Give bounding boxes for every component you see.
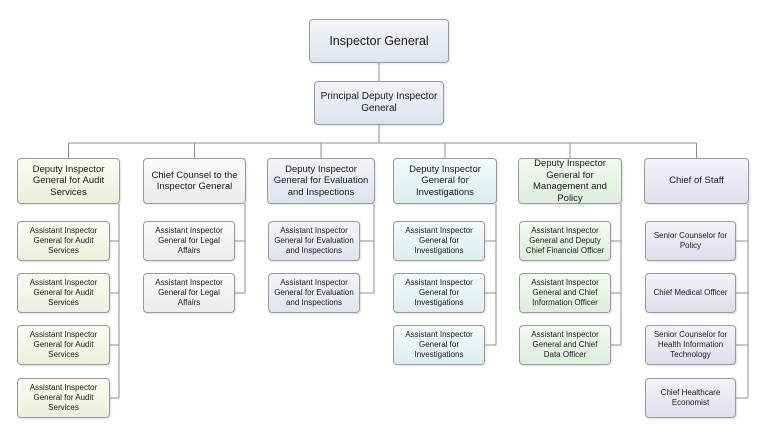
sub-box-label: Assistant Inspector General and Deputy C… bbox=[525, 226, 605, 255]
sub-box-label: Assistant Inspector General for Evaluati… bbox=[274, 278, 354, 307]
principal-deputy-label: Principal Deputy Inspector General bbox=[320, 91, 438, 114]
sub-box-label: Senior Counselor for Policy bbox=[653, 231, 728, 250]
column-head-label: Deputy Inspector General for Evaluation … bbox=[273, 163, 369, 198]
column-head-eval: Deputy Inspector General for Evaluation … bbox=[267, 158, 375, 204]
sub-box-label: Assistant Inspector General for Investig… bbox=[405, 330, 473, 359]
sub-box-inv: Assistant Inspector General for Investig… bbox=[393, 325, 485, 365]
inspector-general-label: Inspector General bbox=[329, 34, 429, 48]
sub-box-label: Chief Healthcare Economist bbox=[660, 388, 721, 407]
sub-box-label: Assistant Inspector General for Legal Af… bbox=[155, 278, 223, 307]
sub-box-mgmt: Assistant Inspector General and Deputy C… bbox=[519, 221, 611, 261]
sub-box-audit: Assistant Inspector General for Audit Se… bbox=[17, 221, 110, 261]
column-head-label: Deputy Inspector General for Management … bbox=[533, 158, 607, 204]
sub-box-label: Assistant Inspector General and Chief Da… bbox=[531, 330, 599, 359]
sub-box-label: Assistant Inspector General for Audit Se… bbox=[29, 330, 98, 359]
column-head-label: Chief of Staff bbox=[669, 175, 724, 187]
sub-box-staff: Senior Counselor for Policy bbox=[645, 221, 736, 261]
sub-box-label: Assistant Inspector General and Chief In… bbox=[531, 278, 599, 307]
sub-box-staff: Senior Counselor for Health Information … bbox=[645, 325, 736, 365]
sub-box-label: Chief Medical Officer bbox=[653, 288, 728, 297]
sub-box-label: Assistant Inspector General for Audit Se… bbox=[29, 278, 98, 307]
sub-box-eval: Assistant Inspector General for Evaluati… bbox=[268, 273, 360, 313]
sub-box-audit: Assistant Inspector General for Audit Se… bbox=[17, 325, 110, 365]
inspector-general-box: Inspector General bbox=[309, 19, 449, 63]
sub-box-staff: Chief Medical Officer bbox=[645, 273, 736, 313]
principal-deputy-box: Principal Deputy Inspector General bbox=[314, 81, 444, 125]
sub-box-label: Assistant Inspector General for Evaluati… bbox=[274, 226, 354, 255]
sub-box-staff: Chief Healthcare Economist bbox=[645, 378, 736, 418]
sub-box-label: Assistant Inspector General for Legal Af… bbox=[155, 226, 223, 255]
sub-box-audit: Assistant Inspector General for Audit Se… bbox=[17, 273, 110, 313]
sub-box-inv: Assistant Inspector General for Investig… bbox=[393, 221, 485, 261]
column-head-label: Chief Counsel to the Inspector General bbox=[151, 169, 238, 193]
sub-box-mgmt: Assistant Inspector General and Chief In… bbox=[519, 273, 611, 313]
sub-box-legal: Assistant Inspector General for Legal Af… bbox=[143, 221, 235, 261]
sub-box-label: Assistant Inspector General for Audit Se… bbox=[29, 226, 98, 255]
column-head-staff: Chief of Staff bbox=[644, 158, 749, 204]
sub-box-inv: Assistant Inspector General for Investig… bbox=[393, 273, 485, 313]
column-head-inv: Deputy Inspector General for Investigati… bbox=[393, 158, 497, 204]
column-head-mgmt: Deputy Inspector General for Management … bbox=[518, 158, 622, 204]
sub-box-mgmt: Assistant Inspector General and Chief Da… bbox=[519, 325, 611, 365]
sub-box-eval: Assistant Inspector General for Evaluati… bbox=[268, 221, 360, 261]
column-head-label: Deputy Inspector General for Audit Servi… bbox=[32, 163, 105, 198]
sub-box-audit: Assistant Inspector General for Audit Se… bbox=[17, 378, 110, 418]
sub-box-label: Assistant Inspector General for Investig… bbox=[405, 226, 473, 255]
column-head-audit: Deputy Inspector General for Audit Servi… bbox=[17, 158, 120, 204]
sub-box-label: Assistant Inspector General for Audit Se… bbox=[29, 383, 98, 412]
sub-box-label: Senior Counselor for Health Information … bbox=[653, 330, 728, 359]
sub-box-label: Assistant Inspector General for Investig… bbox=[405, 278, 473, 307]
sub-box-legal: Assistant Inspector General for Legal Af… bbox=[143, 273, 235, 313]
column-head-label: Deputy Inspector General for Investigati… bbox=[409, 163, 481, 198]
column-head-legal: Chief Counsel to the Inspector General bbox=[143, 158, 246, 204]
